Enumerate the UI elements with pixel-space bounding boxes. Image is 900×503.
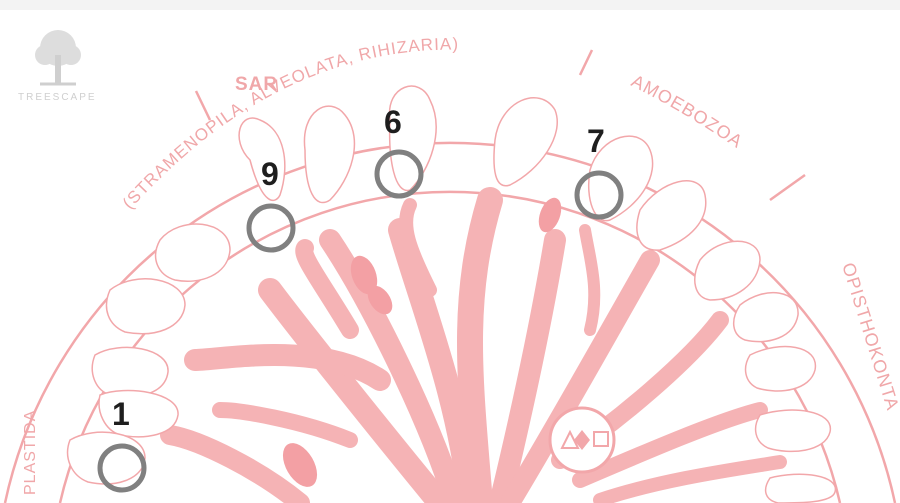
logo-text: TREESCAPE [18, 92, 97, 103]
marker-number: 9 [261, 156, 279, 192]
archaeplastida-label: PLASTIDA [22, 410, 39, 495]
marker-number: 6 [384, 104, 402, 140]
marker-number: 1 [112, 396, 130, 432]
center-badge [550, 408, 614, 472]
marker-number: 7 [587, 123, 605, 159]
